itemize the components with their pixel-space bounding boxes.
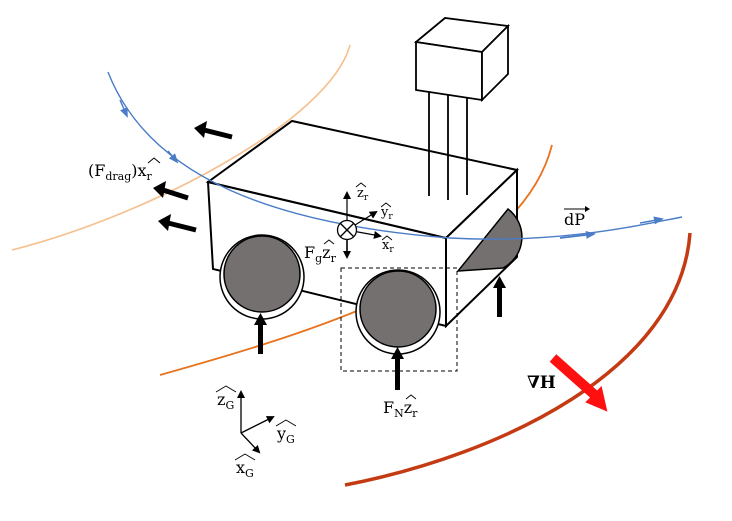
- normal-force-label: FNzr: [383, 394, 418, 420]
- svg-text:Fgzr: Fgzr: [304, 243, 337, 265]
- yg-label: yG: [275, 419, 297, 446]
- contour-dark: [344, 232, 692, 487]
- svg-text:yr: yr: [380, 205, 393, 222]
- xr-label: xr: [381, 235, 394, 255]
- drag-force-label: (Fdrag)xr: [88, 157, 161, 183]
- gradient-label: ∇H: [527, 373, 556, 393]
- svg-text:zG: zG: [217, 390, 234, 412]
- zg-label: zG: [215, 385, 237, 412]
- contour-light: [11, 44, 351, 251]
- path-arrow-2: [167, 150, 179, 164]
- path-curve: [107, 71, 683, 240]
- drag-arrows: [153, 121, 233, 233]
- sensor-mast: [413, 17, 510, 200]
- wheel-center: [355, 269, 441, 355]
- svg-text:dP: dP: [564, 210, 585, 229]
- dp-arrow: [559, 230, 596, 239]
- gradient-arrow: [549, 354, 608, 412]
- wheel-right: [456, 207, 523, 272]
- zr-label: zr: [355, 182, 369, 203]
- svg-text:yG: yG: [276, 424, 295, 446]
- gravity-force-label: Fgzr: [304, 239, 337, 265]
- svg-text:zr: zr: [357, 186, 369, 203]
- svg-text:xG: xG: [236, 458, 254, 480]
- path-arrow-1: [119, 99, 128, 118]
- svg-text:(Fdrag)xr: (Fdrag)xr: [88, 161, 153, 183]
- svg-text:xr: xr: [382, 238, 394, 255]
- yr-label: yr: [380, 202, 393, 222]
- dp-label: dP: [564, 206, 590, 229]
- xg-label: xG: [234, 453, 256, 480]
- wheel-left: [219, 234, 305, 320]
- path-arrow-3: [639, 216, 664, 225]
- robot-frame: [336, 191, 382, 259]
- svg-text:FNzr: FNzr: [383, 398, 418, 420]
- global-frame: [237, 390, 275, 454]
- normal-force-arrows: [254, 276, 506, 390]
